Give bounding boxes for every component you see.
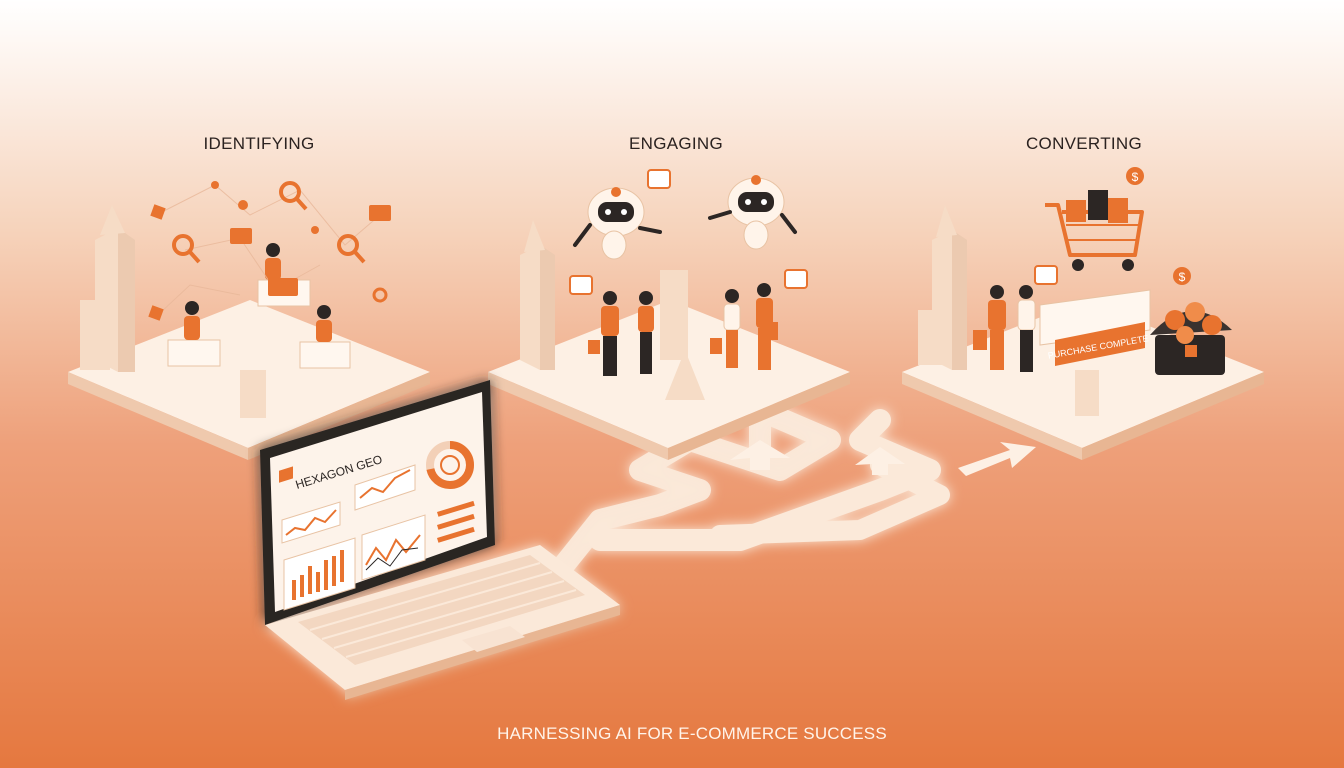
stage-title-identifying: IDENTIFYING <box>203 134 315 153</box>
search-icon <box>337 234 366 264</box>
search-icon <box>279 181 308 211</box>
svg-text:$: $ <box>1132 170 1139 184</box>
platform-engaging <box>488 169 850 460</box>
bar-chart-panel <box>283 537 356 611</box>
person <box>973 285 1006 370</box>
line-chart-panel <box>354 464 416 511</box>
line-chart-panel <box>281 501 341 544</box>
person <box>1017 285 1036 372</box>
svg-text:$: $ <box>1179 270 1186 284</box>
shopping-bag-icon <box>710 338 722 354</box>
person <box>167 301 221 367</box>
robot-icon <box>573 187 662 260</box>
person <box>588 291 619 376</box>
donut-chart <box>426 441 474 489</box>
platform-converting: $ $ PURCHASE COMPLETE <box>902 167 1264 460</box>
robot-icon <box>708 175 797 250</box>
chat-bubble-icon <box>569 169 808 295</box>
chat-bubble-icon <box>1034 265 1058 285</box>
person <box>756 283 778 370</box>
arrow-right-icon <box>730 440 1036 476</box>
person <box>638 291 654 374</box>
building <box>80 205 135 372</box>
dollar-coin-icon: $ $ <box>1126 167 1191 285</box>
shopping-bag-icon <box>973 330 987 350</box>
treasure-chest-icon <box>1150 302 1232 375</box>
list-panel <box>437 500 475 543</box>
person <box>299 305 351 369</box>
line-chart-panel <box>361 514 426 581</box>
shopping-cart-icon <box>1045 190 1144 271</box>
stage-title-engaging: ENGAGING <box>628 134 724 153</box>
shopping-bag-icon <box>764 322 778 340</box>
platform-identifying <box>68 181 430 460</box>
person <box>710 289 741 368</box>
shopping-bag-icon <box>588 340 600 354</box>
stage-title-converting: CONVERTING <box>1025 134 1143 153</box>
search-icon <box>172 234 201 264</box>
chat-bubble-icon <box>230 205 391 296</box>
footer-tagline: HARNESSING AI FOR E-COMMERCE SUCCESS <box>497 724 887 743</box>
